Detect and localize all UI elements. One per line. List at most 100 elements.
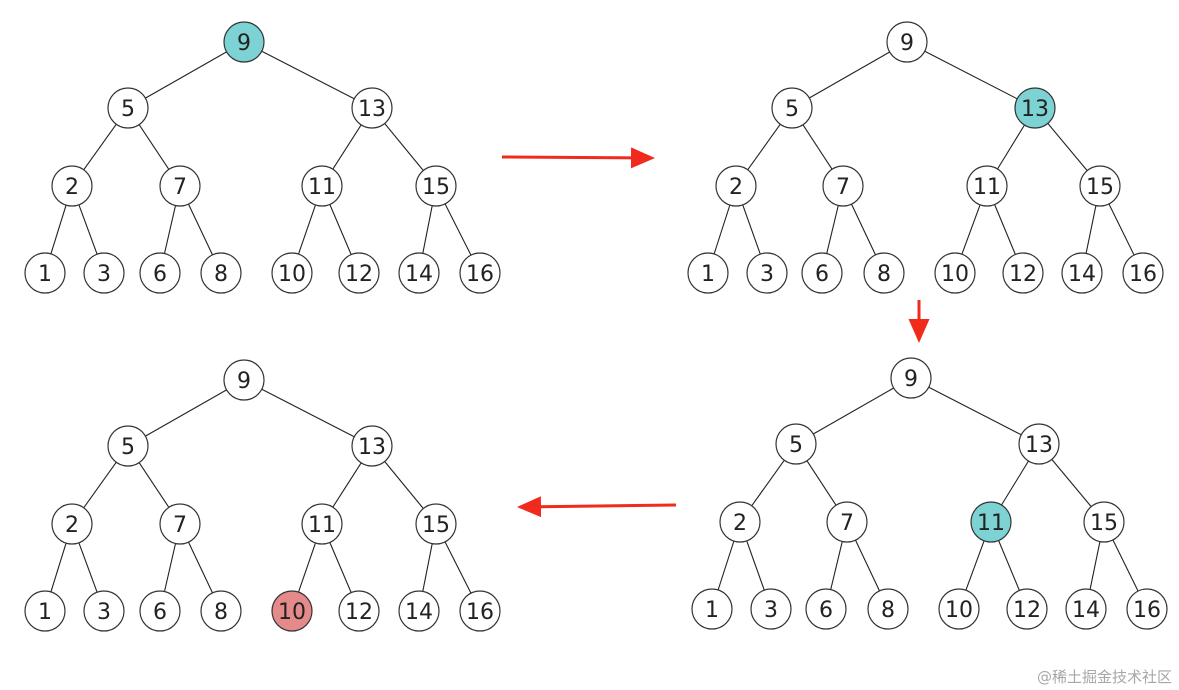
- tree-node-6: 6: [139, 590, 181, 632]
- tree-edge: [297, 204, 317, 255]
- node-label: 14: [1072, 598, 1100, 623]
- tree-edge: [813, 387, 894, 435]
- node-circle-default: [223, 359, 265, 401]
- node-label: 7: [173, 175, 187, 200]
- node-circle-default: [691, 588, 733, 630]
- node-label: 2: [729, 175, 743, 200]
- node-label: 2: [733, 511, 747, 536]
- tree-edge: [332, 462, 362, 508]
- node-circle-default: [271, 252, 313, 294]
- tree-node-3: 3: [746, 252, 788, 294]
- node-label: 5: [121, 435, 135, 460]
- node-circle-default: [200, 252, 242, 294]
- tree-edge: [188, 541, 213, 594]
- tree-edge: [717, 540, 735, 591]
- tree-edge: [78, 542, 98, 593]
- tree-edge: [384, 123, 424, 171]
- tree-node-11: 11: [970, 501, 1012, 543]
- tree-node-10: 10: [934, 252, 976, 294]
- node-circle-default: [51, 503, 93, 545]
- node-label: 16: [466, 262, 494, 287]
- node-label: 13: [1021, 97, 1049, 122]
- node-label: 10: [278, 262, 306, 287]
- node-label: 13: [1025, 433, 1053, 458]
- tree-edge: [855, 539, 880, 592]
- tree-node-3: 3: [750, 588, 792, 630]
- tree-node-12: 12: [338, 590, 380, 632]
- node-label: 9: [237, 369, 251, 394]
- tree-edge: [826, 205, 839, 254]
- node-label: 12: [1009, 262, 1037, 287]
- tree-node-13: 13: [351, 87, 393, 129]
- node-label: 1: [38, 600, 52, 625]
- node-label: 14: [405, 262, 433, 287]
- node-label: 8: [214, 262, 228, 287]
- tree-node-7: 7: [159, 503, 201, 545]
- watermark-text: @稀土掘金技术社区: [1037, 668, 1172, 686]
- tree-node-16: 16: [1122, 252, 1164, 294]
- tree-edge: [332, 124, 362, 170]
- node-circle-default: [24, 590, 66, 632]
- tree-node-10: 10: [271, 252, 313, 294]
- node-circle-default: [398, 590, 440, 632]
- node-label: 12: [345, 600, 373, 625]
- node-label: 15: [1086, 175, 1114, 200]
- tree-edge: [802, 124, 833, 170]
- tree-node-1: 1: [24, 590, 66, 632]
- node-circle-default: [719, 501, 761, 543]
- node-circle-default: [805, 588, 847, 630]
- node-circle-default: [24, 252, 66, 294]
- node-label: 7: [836, 175, 850, 200]
- tree-edge: [1047, 123, 1088, 171]
- node-label: 9: [904, 367, 918, 392]
- tree-node-1: 1: [691, 588, 733, 630]
- tree-edge: [1112, 539, 1139, 592]
- node-label: 1: [701, 262, 715, 287]
- tree-node-9: 9: [223, 21, 265, 63]
- tree-node-1: 1: [687, 252, 729, 294]
- tree-node-5: 5: [775, 423, 817, 465]
- node-label: 6: [153, 262, 167, 287]
- node-circle-default: [398, 252, 440, 294]
- node-circle-default: [159, 503, 201, 545]
- node-label: 3: [97, 262, 111, 287]
- node-circle-default: [1083, 501, 1125, 543]
- tree-edge: [806, 460, 837, 506]
- node-circle-default: [338, 252, 380, 294]
- node-circle-current: [970, 501, 1012, 543]
- node-circle-default: [351, 425, 393, 467]
- arrow-step1-to-step2: [501, 147, 655, 169]
- tree-edge: [747, 123, 781, 171]
- node-label: 1: [705, 598, 719, 623]
- tree-edge: [329, 542, 352, 593]
- node-label: 9: [237, 31, 251, 56]
- node-circle-default: [200, 590, 242, 632]
- node-label: 7: [173, 513, 187, 538]
- node-label: 13: [358, 435, 386, 460]
- tree-edge: [145, 51, 227, 99]
- tree-node-8: 8: [867, 588, 909, 630]
- node-circle-default: [83, 590, 125, 632]
- tree-node-6: 6: [139, 252, 181, 294]
- tree-node-11: 11: [301, 503, 343, 545]
- node-circle-current: [223, 21, 265, 63]
- node-label: 12: [1013, 598, 1041, 623]
- tree-edge: [138, 124, 170, 170]
- tree-node-8: 8: [863, 252, 905, 294]
- tree-node-3: 3: [83, 590, 125, 632]
- node-label: 11: [308, 513, 336, 538]
- tree-node-14: 14: [398, 252, 440, 294]
- node-label: 14: [405, 600, 433, 625]
- node-label: 5: [121, 97, 135, 122]
- node-label: 6: [153, 600, 167, 625]
- node-circle-default: [1122, 252, 1164, 294]
- tree-node-5: 5: [107, 425, 149, 467]
- node-label: 11: [977, 511, 1005, 536]
- node-circle-default: [715, 165, 757, 207]
- tree-edge: [1085, 205, 1097, 254]
- tree-edge: [830, 541, 843, 590]
- tree-edge: [444, 203, 472, 256]
